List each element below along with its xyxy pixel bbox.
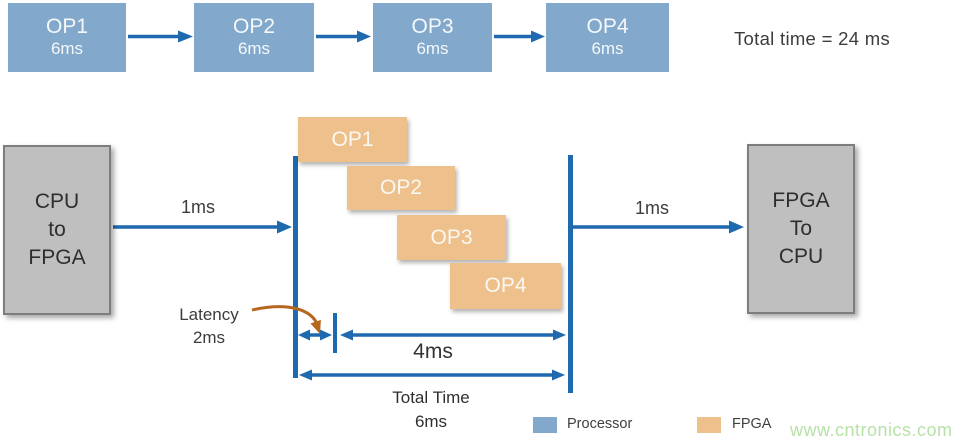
sequential-op-box: OP4 6ms bbox=[546, 3, 669, 72]
op-duration-label: 6ms bbox=[416, 38, 449, 58]
total-time-label-line: Total Time bbox=[392, 388, 470, 407]
sequential-total-time-label: Total time = 24 ms bbox=[733, 28, 891, 49]
box-text-line: To bbox=[789, 217, 813, 240]
transfer-out-arrow bbox=[573, 220, 744, 234]
cpu-to-fpga-box: CPU to FPGA bbox=[3, 145, 111, 315]
legend-processor-swatch bbox=[533, 417, 557, 433]
box-text-line: CPU bbox=[778, 245, 824, 268]
op-name-label: OP3 bbox=[411, 15, 454, 39]
legend-fpga-swatch bbox=[697, 417, 721, 433]
box-text-line: FPGA bbox=[772, 189, 830, 212]
op-name-label: OP1 bbox=[45, 15, 89, 39]
op-duration-label: 6ms bbox=[237, 38, 271, 58]
sequential-op-box: OP3 6ms bbox=[373, 3, 492, 72]
total-time-label: Total Time 6ms bbox=[361, 386, 501, 434]
pipeline-op-box: OP4 bbox=[450, 263, 561, 309]
op-duration-label: 6ms bbox=[50, 38, 84, 58]
op-name-label: OP2 bbox=[232, 15, 276, 39]
total-time-value-line: 6ms bbox=[414, 412, 448, 431]
processing-time-label: 4ms bbox=[413, 340, 453, 363]
transfer-in-label: 1ms bbox=[180, 197, 215, 217]
legend-fpga-label: FPGA bbox=[732, 416, 772, 432]
transfer-out-label: 1ms bbox=[634, 198, 669, 218]
fpga-to-cpu-box: FPGA To CPU bbox=[747, 144, 855, 314]
box-text-line: CPU bbox=[34, 190, 80, 213]
transfer-in-arrow bbox=[113, 220, 292, 234]
legend-processor-label: Processor bbox=[567, 416, 633, 432]
processing-span-arrow bbox=[340, 329, 566, 341]
pipeline-op-box: OP3 bbox=[397, 215, 506, 260]
box-text-line: to bbox=[48, 218, 66, 241]
latency-value-line: 2ms bbox=[192, 328, 226, 347]
latency-label-line: Latency bbox=[179, 305, 239, 324]
latency-span-arrow bbox=[298, 329, 332, 341]
total-span-arrow bbox=[299, 369, 565, 381]
op-name-label: OP4 bbox=[586, 15, 629, 39]
pipeline-op-box: OP2 bbox=[347, 166, 455, 210]
latency-pointer-arrow bbox=[251, 305, 321, 334]
op-duration-label: 6ms bbox=[591, 38, 624, 58]
watermark: www.cntronics.com bbox=[790, 420, 953, 440]
sequential-op-box: OP1 6ms bbox=[8, 3, 126, 72]
box-text-line: FPGA bbox=[28, 246, 86, 269]
pipeline-op-box: OP1 bbox=[298, 117, 407, 162]
sequential-op-box: OP2 6ms bbox=[194, 3, 314, 72]
latency-label: Latency 2ms bbox=[159, 303, 259, 349]
